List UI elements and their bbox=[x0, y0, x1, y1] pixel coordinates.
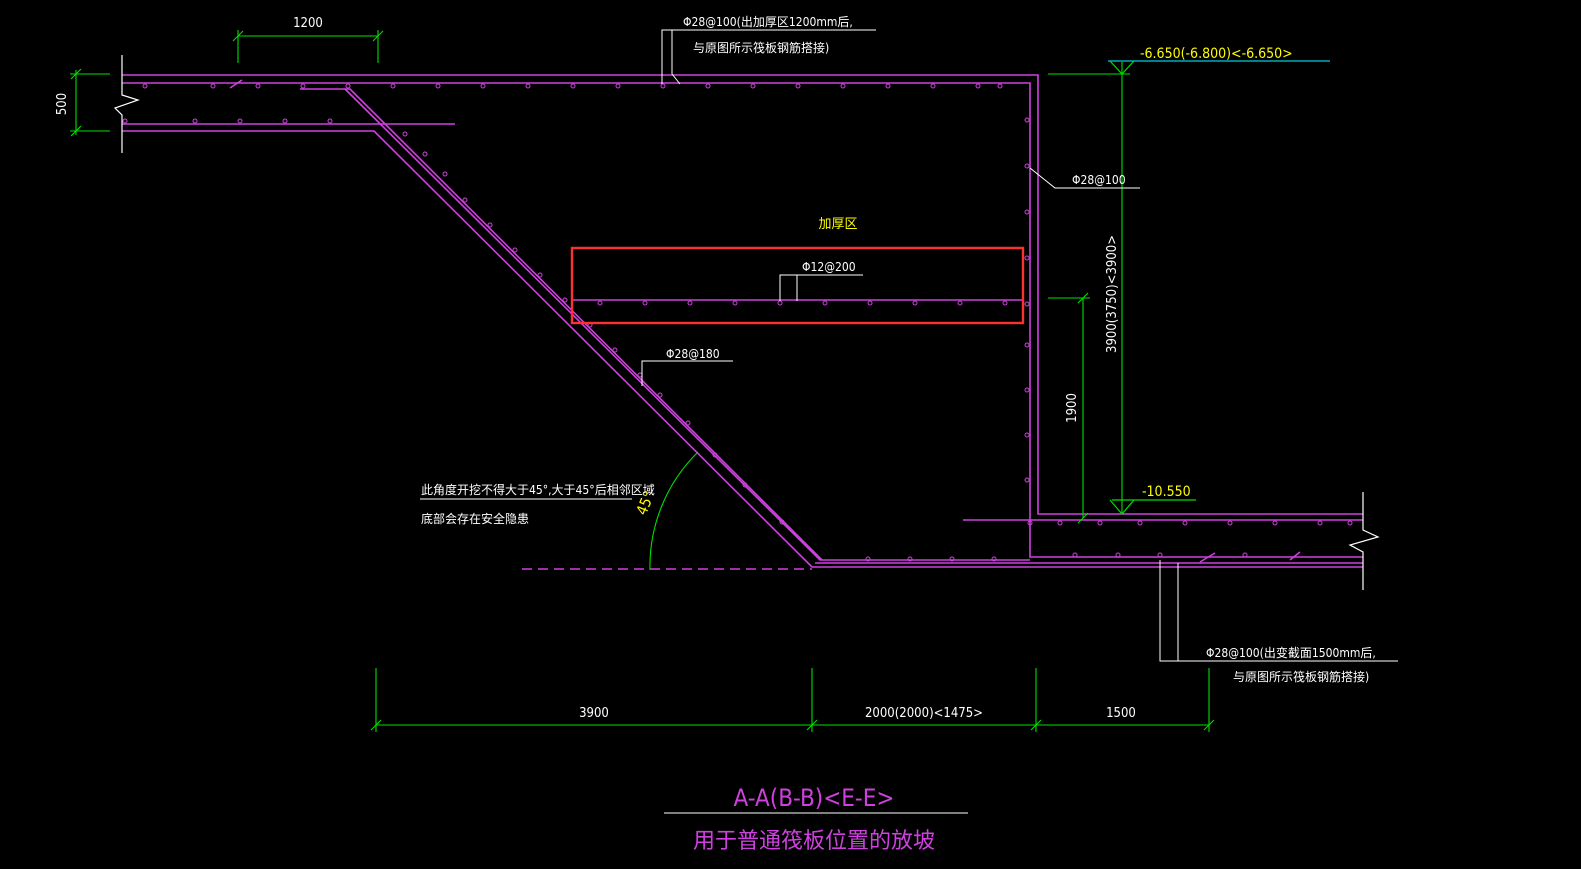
hook-tick bbox=[229, 79, 243, 89]
rebar-slope-inner bbox=[344, 88, 1030, 561]
break-symbol-right bbox=[1348, 492, 1380, 590]
slab-top-edge bbox=[122, 74, 1363, 515]
label-rebar-top-1: Φ28@100(出加厚区1200mm后, bbox=[683, 15, 853, 29]
dim-height-rebar: 1900 bbox=[1065, 393, 1080, 423]
elevation-bottom: -10.550 bbox=[1142, 484, 1191, 500]
elevation-top: -6.650(-6.800)<-6.650> bbox=[1140, 46, 1293, 62]
dim-bottom-middle: 2000(2000)<1475> bbox=[865, 706, 983, 721]
dim-height-total: 3900(3750)<3900> bbox=[1105, 235, 1120, 353]
rebar-slope-outer bbox=[300, 88, 823, 561]
label-slope-note-2: 底部会存在安全隐患 bbox=[421, 511, 529, 526]
rebar-top-line bbox=[122, 82, 1363, 558]
label-rebar-slope: Φ28@180 bbox=[666, 347, 720, 361]
label-rebar-top-2: 与原图所示筏板钢筋搭接) bbox=[693, 40, 829, 55]
label-rebar-wall: Φ28@100 bbox=[1072, 173, 1126, 187]
hook-tick bbox=[1199, 552, 1216, 563]
label-thickened-zone: 加厚区 bbox=[818, 217, 857, 232]
leader-lines bbox=[420, 29, 1398, 814]
dim-bottom-slope: 3900 bbox=[579, 706, 609, 721]
dim-bottom-right: 1500 bbox=[1106, 706, 1136, 721]
dimension-lines bbox=[70, 30, 1215, 732]
label-rebar-bottom-1: Φ28@100(出变截面1500mm后, bbox=[1206, 645, 1376, 660]
slab-outer-edge bbox=[122, 130, 1363, 568]
label-rebar-mid: Φ12@200 bbox=[802, 260, 856, 274]
section-subtitle: 用于普通筏板位置的放坡 bbox=[693, 829, 935, 854]
elevation-markers bbox=[1108, 60, 1330, 515]
highlight-box[interactable] bbox=[570, 246, 1025, 325]
hook-tick bbox=[1289, 551, 1301, 561]
dim-top-width: 1200 bbox=[293, 16, 323, 31]
label-slope-note-1: 此角度开挖不得大于45°,大于45°后相邻区域 bbox=[421, 482, 655, 497]
concrete-outline bbox=[122, 74, 1363, 570]
break-symbol-left bbox=[113, 55, 140, 153]
label-rebar-bottom-2: 与原图所示筏板钢筋搭接) bbox=[1233, 669, 1369, 684]
section-title: A-A(B-B)<E-E> bbox=[734, 784, 895, 812]
dim-thickness: 500 bbox=[55, 93, 70, 115]
break-symbols bbox=[113, 55, 1380, 590]
